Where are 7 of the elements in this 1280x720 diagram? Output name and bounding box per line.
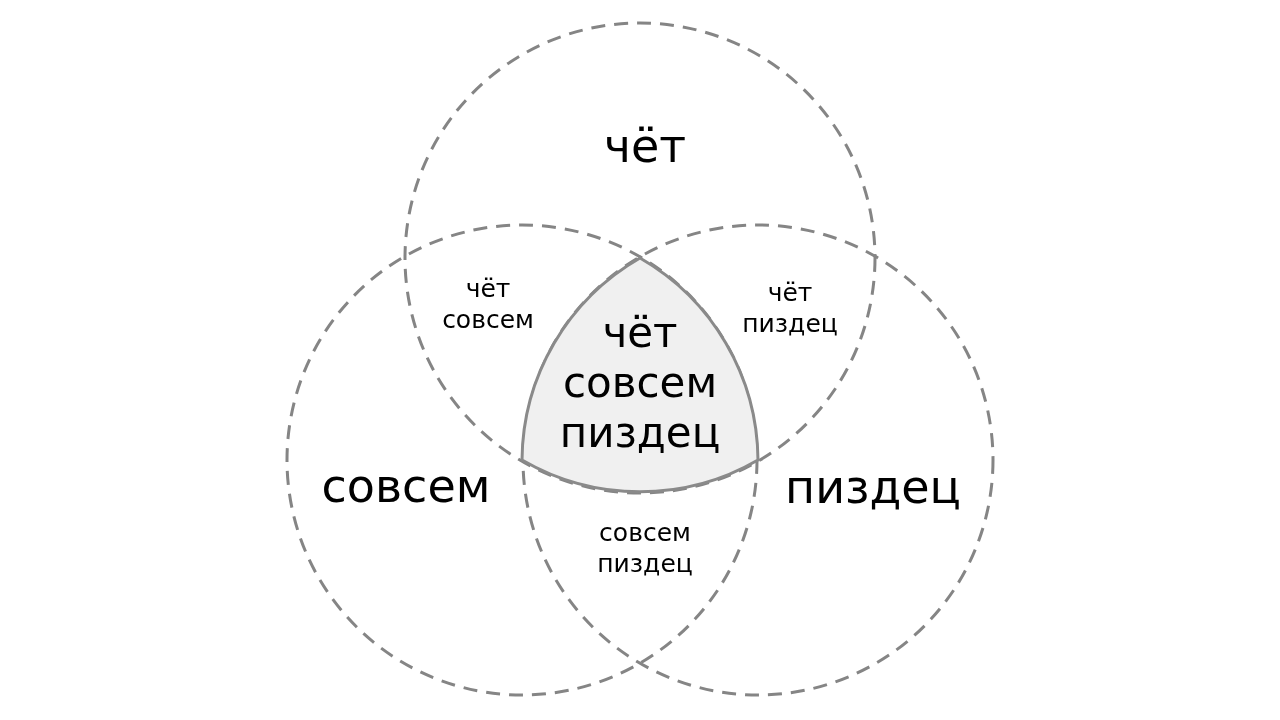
region-label: чёт совсем	[442, 273, 534, 335]
region-label: совсем пиздец	[597, 517, 693, 579]
set-label: пиздец	[785, 459, 961, 515]
set-label: совсем	[321, 458, 491, 514]
region-label: чёт совсем пиздец	[559, 308, 721, 458]
region-label: чёт пиздец	[742, 277, 838, 339]
set-label: чёт	[603, 118, 687, 174]
